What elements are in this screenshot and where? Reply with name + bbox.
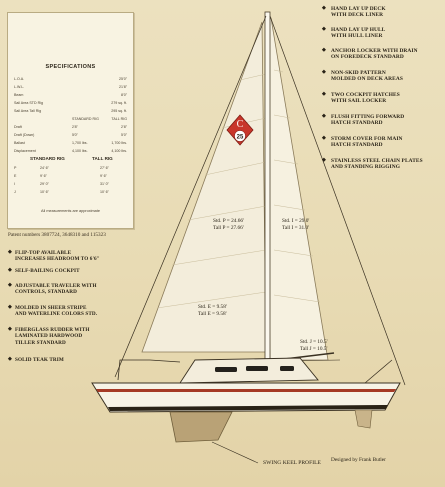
spec-row: Sail Area Tall Rig 295 sq. ft. [14,109,127,113]
bullet-icon: ◆ [8,283,12,288]
rig-row: E 9' 6" 9' 6" [14,174,107,178]
swing-keel [169,411,233,443]
bullet-icon: ◆ [322,6,326,11]
tall-j-label: Tall J = 10.5' [300,346,328,352]
rig-row: P 24' 6" 27' 6" [14,166,109,170]
specifications-footnote: All measurements are approximate [41,209,100,213]
sail-logo: C 25 [226,114,254,146]
patent-numbers: Patent numbers 3807724, 3648310 and 1153… [8,232,106,238]
bullet-icon: ◆ [322,114,326,119]
logo-number: 25 [237,135,244,141]
forestay [114,15,267,378]
bullet-icon: ◆ [8,357,12,362]
bullet-icon: ◆ [322,158,326,163]
tall-p-label: Tall P = 27.66' [213,225,244,231]
std-p-label: Std. P = 24.66' [213,218,244,224]
bullet-icon: ◆ [8,327,12,332]
bullet-icon: ◆ [8,268,12,273]
backstay [269,15,406,386]
spec-row: Ballast 1,700 lbs. 1,700 lbs. [14,141,127,145]
standard-rig-header: STANDARD RIG [30,156,65,161]
swing-keel-label: SWING KEEL PROFILE [263,460,321,466]
bullet-icon: ◆ [322,92,326,97]
bullet-icon: ◆ [322,48,326,53]
bullet-icon: ◆ [8,305,12,310]
specifications-panel: SPECIFICATIONS L.O.A. 25'0" L.W.L. 21'8"… [7,12,134,229]
jib-sail [141,21,267,353]
rig-row: J 10' 6" 10' 6" [14,190,109,194]
bullet-icon: ◆ [8,250,12,255]
spec-row: Draft (Down) 5'0" 5'0" [14,133,127,137]
logo-letter: C [237,119,244,130]
bullet-icon: ◆ [322,27,326,32]
spec-row: Sail Area STD Rig 279 sq. ft. [14,101,127,105]
bullet-icon: ◆ [322,70,326,75]
std-i-label: Std. I = 29.0' [282,218,310,224]
rudder [354,409,373,429]
std-j-label: Std. J = 10.5' [300,339,328,345]
spec-row: L.O.A. 25'0" [14,77,127,81]
spec-row: Displacement 4,100 lbs. 4,100 lbs. [14,149,127,153]
designer-credit: Designed by Frank Butler [331,457,386,463]
specifications-title: SPECIFICATIONS [45,64,96,70]
mainsail [265,17,329,361]
tall-e-label: Tall E = 9.58' [198,311,227,317]
std-e-label: Std. E = 9.58' [198,304,227,310]
tall-rig-header: TALL RIG [92,156,113,161]
mast [264,11,271,371]
spec-row: Beam 8'0" [14,93,127,97]
tall-i-label: Tall I = 31.0' [282,225,310,231]
rig-row: I 29' 0" 31' 0" [14,182,109,186]
sheer-stripe [96,389,396,392]
bullet-icon: ◆ [322,136,326,141]
spec-row: STANDARD RIG TALL RIG [72,117,127,121]
waterline-stripe [108,405,388,411]
spec-row: L.W.L. 21'8" [14,85,127,89]
spec-row: Draft 2'8" 2'8" [14,125,127,129]
